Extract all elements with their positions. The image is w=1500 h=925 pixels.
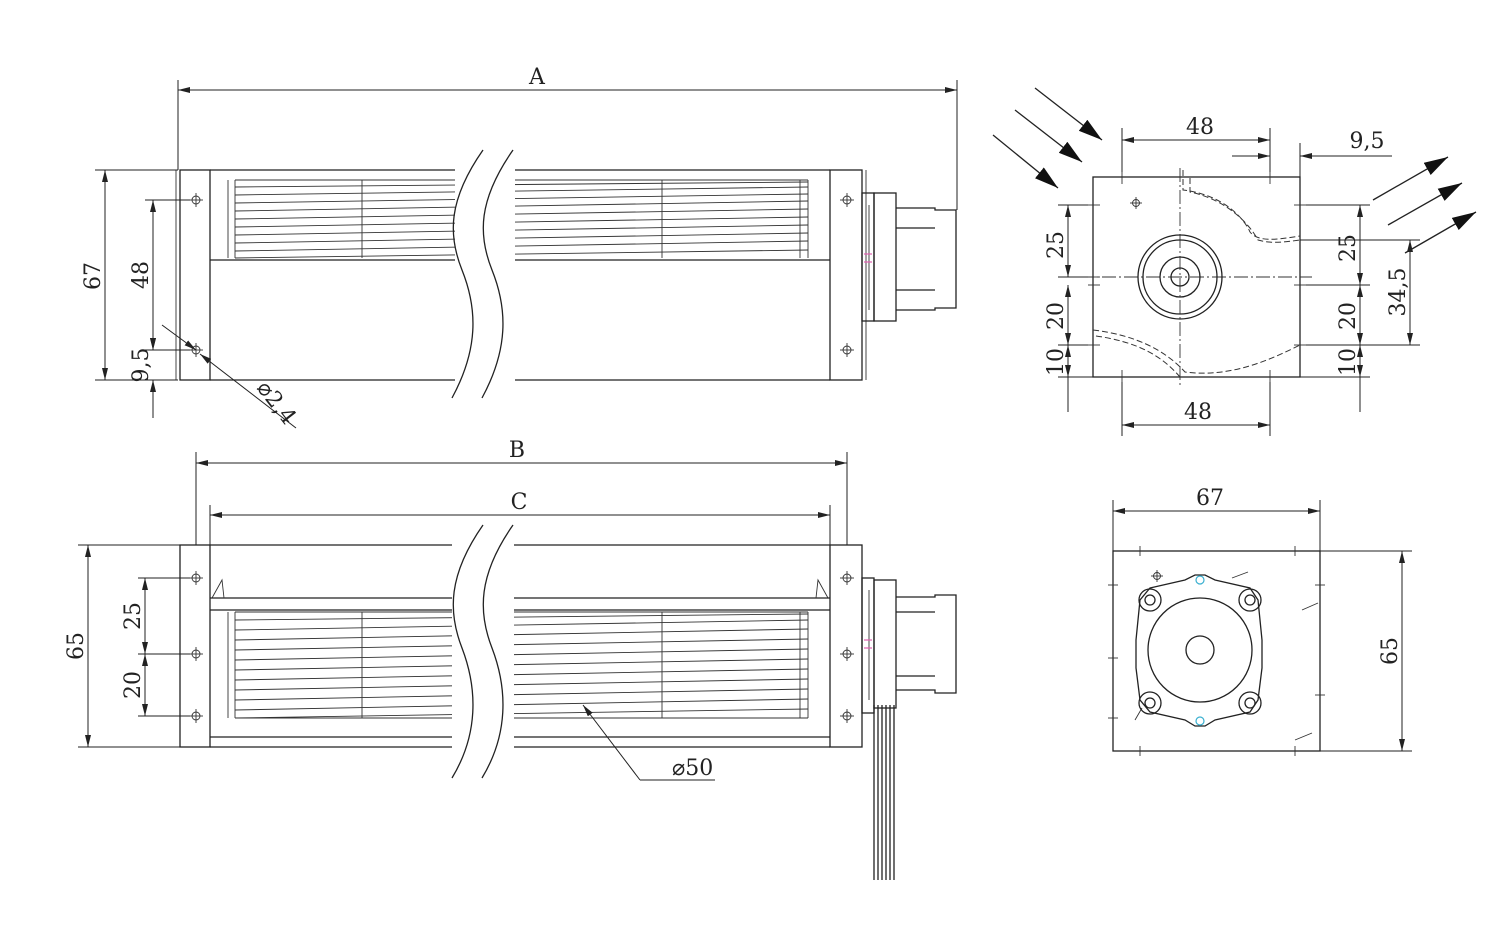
dimension-left-outlet: 25 20 10 [1044, 204, 1093, 412]
rotor-blades-top [227, 179, 809, 259]
mounting-hole-front-icon [189, 571, 854, 723]
dimension-25-20-front: 25 20 [121, 577, 190, 717]
motor-body [1147, 597, 1253, 703]
mounting-hole-side-icon [1130, 197, 1142, 209]
scroll-lower [1092, 329, 1301, 374]
break-line-front-right [481, 524, 514, 779]
mounting-hole-icon [189, 193, 854, 357]
dim-c-label: C [511, 490, 528, 515]
right-end-plate-front [829, 544, 863, 748]
dim-20-label: 20 [121, 671, 146, 699]
dim-65-label: 65 [64, 632, 89, 660]
top-view: A 67 48 9,5 ⌀2,4 [81, 65, 958, 430]
dim-rotor-label: ⌀50 [672, 756, 713, 781]
front-view: B C 65 25 20 ⌀50 [64, 438, 957, 880]
dimension-65-motor: 65 [1320, 550, 1412, 752]
break-line-right [481, 149, 514, 399]
side-view-motor: 67 65 [1108, 486, 1412, 756]
motor-housing-top [861, 192, 957, 322]
dimension-65-front: 65 [64, 544, 180, 748]
dimension-67-motor: 67 [1112, 486, 1321, 551]
dimension-9-5-top: 9,5 [129, 310, 176, 418]
mounting-hole-motor-icon [1151, 570, 1163, 582]
break-line-front-left [451, 524, 484, 779]
motor-housing-front [861, 577, 957, 880]
dim-right-25-label: 25 [1336, 234, 1361, 262]
dim-right-10-label: 10 [1336, 348, 1361, 376]
dimension-48-outlet-top: 48 [1121, 115, 1271, 172]
dim-9-5-label: 9,5 [129, 348, 154, 383]
scroll-upper [1182, 170, 1301, 240]
airflow-outlet-arrows-icon [1372, 156, 1477, 254]
dim-hole-label: ⌀2,4 [251, 376, 300, 429]
dim-left-25-label: 25 [1044, 231, 1069, 259]
dim-right-20-label: 20 [1336, 302, 1361, 330]
dimension-right-outlet: 25 20 10 34,5 [1300, 204, 1420, 412]
rotor-blades-front [227, 611, 809, 719]
dimension-48-outlet-bottom: 48 [1121, 382, 1271, 436]
dim-48-outlet-top-label: 48 [1186, 115, 1214, 140]
break-line-left [451, 149, 484, 399]
airflow-inlet-arrows-icon [992, 87, 1103, 189]
dimension-c: C [209, 490, 831, 545]
dimension-48-top: 48 [129, 199, 190, 351]
dim-right-34-5-label: 34,5 [1386, 268, 1411, 317]
screw-boss-icon [1138, 575, 1262, 726]
right-end-plate [829, 169, 863, 381]
motor-flange [1135, 574, 1263, 727]
dim-left-20-label: 20 [1044, 302, 1069, 330]
dimension-b: B [195, 438, 848, 545]
dim-a-label: A [528, 65, 546, 90]
hole-diameter-leader: ⌀2,4 [161, 324, 301, 430]
motor-hub-outlet [1137, 234, 1223, 320]
left-end-plate-front [179, 544, 211, 748]
dim-67-motor-label: 67 [1196, 486, 1224, 511]
side-view-outlet: 48 9,5 25 20 10 [992, 87, 1477, 436]
left-end-plate [179, 169, 211, 381]
dimension-a: A [177, 65, 958, 210]
dimension-9-5-outlet: 9,5 [1232, 129, 1392, 177]
dim-48-outlet-bottom-label: 48 [1184, 400, 1212, 425]
motor-side-housing [1112, 550, 1321, 752]
dim-65-motor-label: 65 [1378, 637, 1403, 665]
dim-b-label: B [509, 438, 525, 463]
dim-67-label: 67 [81, 262, 106, 290]
dim-48-label: 48 [129, 261, 154, 289]
dim-25-label: 25 [121, 602, 146, 630]
rotor-diameter-leader: ⌀50 [582, 704, 715, 781]
dim-9-5-outlet-label: 9,5 [1350, 129, 1385, 154]
dim-left-10-label: 10 [1044, 348, 1069, 376]
